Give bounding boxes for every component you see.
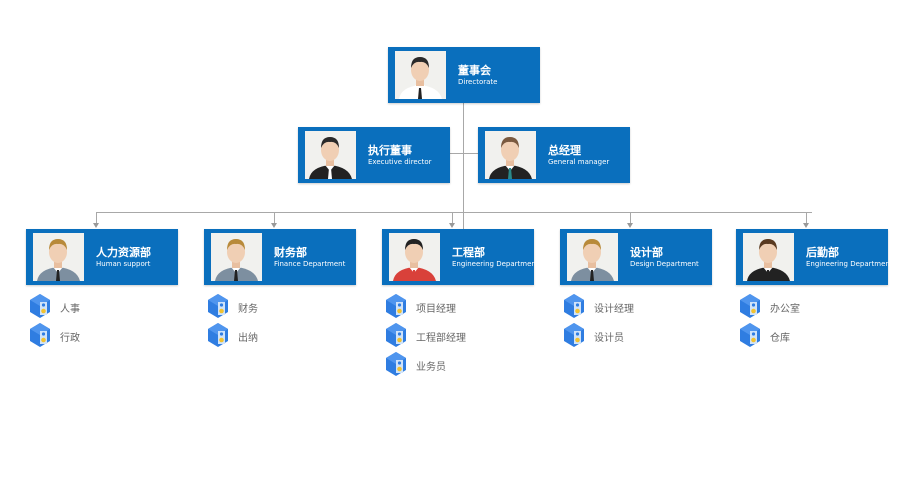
person-cube-icon xyxy=(386,352,406,376)
arrow-icon xyxy=(803,223,809,228)
connector-line xyxy=(630,212,631,224)
card-subtitle: Engineering Department xyxy=(806,260,893,268)
avatar xyxy=(305,131,356,179)
person-cube-icon xyxy=(386,323,406,347)
connector-line xyxy=(450,153,478,154)
card-subtitle: Executive director xyxy=(368,158,432,166)
connector-line xyxy=(274,212,275,224)
card-subtitle: Human support xyxy=(96,260,151,268)
sub-item-label: 业务员 xyxy=(416,362,446,373)
sub-item-label: 设计员 xyxy=(594,333,624,344)
card-title: 执行董事 xyxy=(368,144,412,157)
person-cube-icon xyxy=(208,294,228,318)
connector-line xyxy=(96,212,97,224)
person-cube-icon xyxy=(30,294,50,318)
person-cube-icon xyxy=(564,294,584,318)
person-cube-icon xyxy=(740,323,760,347)
card-title: 董事会 xyxy=(458,64,491,77)
avatar xyxy=(395,51,446,99)
card-subtitle: General manager xyxy=(548,158,610,166)
arrow-icon xyxy=(271,223,277,228)
card-title: 人力资源部 xyxy=(96,246,151,259)
card-subtitle: Engineering Department xyxy=(452,260,539,268)
avatar xyxy=(567,233,618,281)
card-title: 工程部 xyxy=(452,246,485,259)
sub-item-label: 行政 xyxy=(60,333,80,344)
card-title: 财务部 xyxy=(274,246,307,259)
card-subtitle: Design Department xyxy=(630,260,699,268)
arrow-icon xyxy=(627,223,633,228)
arrow-icon xyxy=(449,223,455,228)
sub-item-label: 工程部经理 xyxy=(416,333,466,344)
arrow-icon xyxy=(93,223,99,228)
connector-line xyxy=(96,212,812,213)
connector-line xyxy=(452,212,453,224)
sub-item-label: 办公室 xyxy=(770,304,800,315)
person-cube-icon xyxy=(386,294,406,318)
person-cube-icon xyxy=(564,323,584,347)
avatar xyxy=(211,233,262,281)
sub-item-label: 设计经理 xyxy=(594,304,634,315)
sub-item-label: 仓库 xyxy=(770,333,790,344)
sub-item-label: 人事 xyxy=(60,304,80,315)
card-title: 后勤部 xyxy=(806,246,839,259)
connector-line xyxy=(463,103,464,229)
sub-item-label: 项目经理 xyxy=(416,304,456,315)
avatar xyxy=(33,233,84,281)
card-subtitle: Finance Department xyxy=(274,260,346,268)
person-cube-icon xyxy=(30,323,50,347)
connector-line xyxy=(806,212,807,224)
avatar xyxy=(485,131,536,179)
sub-item-label: 财务 xyxy=(238,304,258,315)
card-title: 总经理 xyxy=(548,144,581,157)
card-subtitle: Directorate xyxy=(458,78,498,86)
sub-item-label: 出纳 xyxy=(238,333,258,344)
person-cube-icon xyxy=(208,323,228,347)
avatar xyxy=(389,233,440,281)
card-title: 设计部 xyxy=(630,246,663,259)
person-cube-icon xyxy=(740,294,760,318)
avatar xyxy=(743,233,794,281)
